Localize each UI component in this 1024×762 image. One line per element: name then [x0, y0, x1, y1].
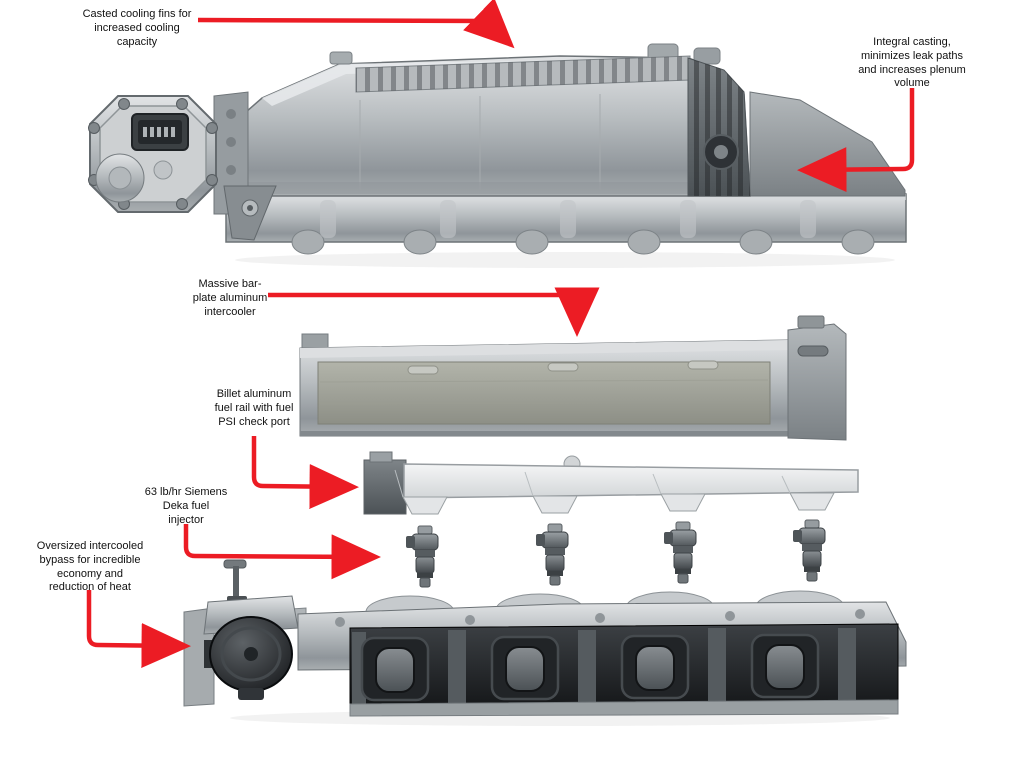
- throttle-bracket: [213, 91, 277, 241]
- intercooler-end-tank: [787, 315, 847, 441]
- callout-integral-casting: Integral casting, minimizes leak paths a…: [858, 36, 966, 90]
- fuel-injectors: [405, 519, 826, 588]
- fuel-injector: [405, 525, 439, 588]
- callout-intercooler: Massive bar- plate aluminum intercooler: [192, 278, 268, 318]
- runner-port: [360, 636, 430, 702]
- arrow-injector: [183, 524, 381, 580]
- supercharger-right-end: [749, 91, 906, 197]
- bypass-actuator: [203, 559, 299, 700]
- intercooler: [299, 315, 847, 441]
- leader-arrows: [86, 0, 915, 669]
- electrical-connector: [131, 113, 189, 151]
- runner-port: [490, 635, 560, 701]
- runner-port: [750, 633, 820, 699]
- supercharger-end-cap: [687, 57, 751, 197]
- throttle-body-adapter: [88, 95, 218, 213]
- runner-port: [620, 634, 690, 700]
- arrow-bypass: [86, 590, 191, 669]
- callout-bypass: Oversized intercooled bypass for incredi…: [36, 540, 144, 594]
- fuel-rail: [363, 451, 859, 515]
- intercooler-core: [317, 361, 771, 425]
- callout-injector: 63 lb/hr Siemens Deka fuel injector: [144, 486, 228, 526]
- arrow-intercooler: [268, 287, 600, 337]
- supercharger-base-flange: [225, 193, 907, 255]
- fuel-injector: [792, 519, 826, 582]
- fuel-injector: [535, 523, 569, 586]
- shadow: [235, 252, 895, 268]
- lower-manifold: [183, 559, 907, 717]
- arrow-cooling-fins: [197, 0, 515, 49]
- arrow-fuel-rail: [251, 436, 359, 510]
- cooling-fins: [355, 55, 691, 93]
- fuel-injector: [663, 521, 697, 584]
- arrow-integral-casting: [797, 88, 915, 193]
- supercharger-assembly: [88, 43, 907, 255]
- callout-cooling-fins: Casted cooling fins for increased coolin…: [82, 8, 192, 48]
- callout-fuel-rail: Billet aluminum fuel rail with fuel PSI …: [214, 388, 294, 428]
- manifold-runner-band: [349, 623, 899, 717]
